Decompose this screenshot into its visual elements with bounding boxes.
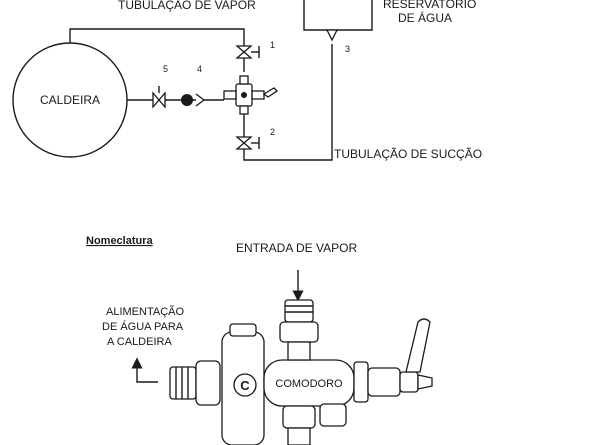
feed-label-1: ALIMENTAÇÃO xyxy=(106,305,184,318)
top-schematic: CALDEIRA TUBULAÇÃO DE VAPOR 1 xyxy=(12,0,482,161)
suction-pipe-label: TUBULAÇÃO DE SUCÇÃO xyxy=(334,147,482,161)
reservoir-label-2: DE ÁGUA xyxy=(398,10,452,25)
check-valve-4 xyxy=(181,94,193,106)
valve-2 xyxy=(235,136,260,150)
injector-large: C COMODORO xyxy=(169,299,433,445)
comodoro-logo xyxy=(233,373,257,397)
valve-1 xyxy=(235,45,260,59)
comodoro-logo-letter: C xyxy=(240,378,250,393)
valve-5 xyxy=(152,86,166,109)
reservoir-label-1: RESERVATÓRIO xyxy=(383,0,476,11)
reservoir-tank xyxy=(303,0,373,31)
nomenclature-section: Nomeclatura ENTRADA DE VAPOR ALIMENTAÇÃO… xyxy=(86,235,433,445)
injector-small xyxy=(223,75,279,115)
valve-handle xyxy=(405,318,431,373)
boiler-label: CALDEIRA xyxy=(40,93,100,107)
brand-label: COMODORO xyxy=(275,378,343,390)
label-4: 4 xyxy=(197,64,202,74)
label-2: 2 xyxy=(270,127,275,137)
feed-arrow xyxy=(131,357,158,383)
steam-pipe-label: TUBULAÇÃO DE VAPOR xyxy=(118,0,256,12)
label-3: 3 xyxy=(345,44,350,54)
feed-label-3: A CALDEIRA xyxy=(107,336,172,348)
nomenclature-title: Nomeclatura xyxy=(86,235,154,247)
reservoir-outlet xyxy=(325,29,339,42)
label-5: 5 xyxy=(163,64,168,74)
steam-pipe xyxy=(69,28,245,72)
label-1: 1 xyxy=(270,40,275,50)
feed-label-2: DE ÁGUA PARA xyxy=(102,320,184,333)
steam-inlet-label: ENTRADA DE VAPOR xyxy=(236,241,357,255)
